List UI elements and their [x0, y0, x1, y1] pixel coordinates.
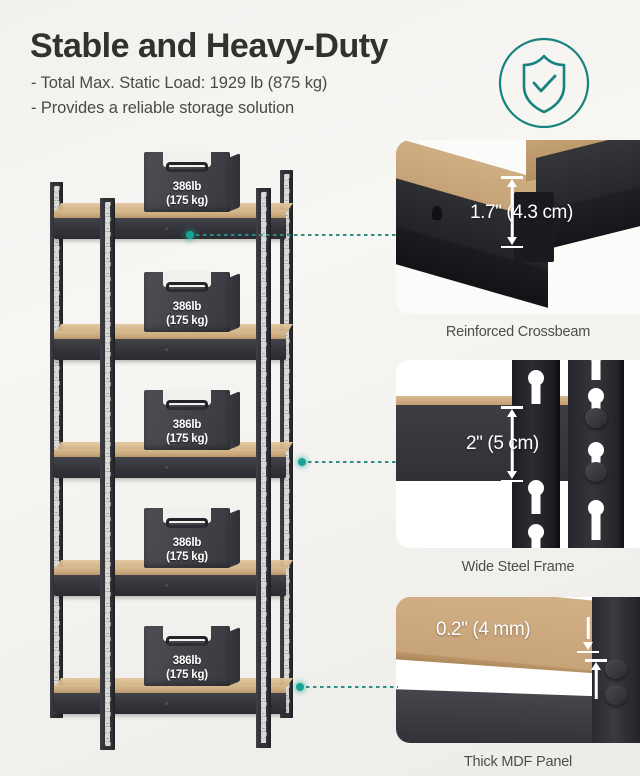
shelf-board	[54, 210, 286, 219]
bracket-keyhole	[432, 206, 442, 220]
crossbeam-photo: 1.7" (4.3 cm)	[396, 140, 640, 314]
shelf-post-front-right	[256, 188, 271, 748]
shelf-board	[54, 449, 286, 458]
detail-panel-mdf: 0.2" (4 mm) Thick MDF Panel	[396, 597, 640, 770]
header: Stable and Heavy-Duty - Total Max. Stati…	[0, 0, 640, 130]
callout-connector-mdf	[296, 682, 398, 692]
corner-bracket	[514, 192, 554, 262]
post-rivet	[585, 462, 607, 482]
weight-block: 386lb (175 kg)	[144, 151, 240, 212]
weight-block-handle	[166, 161, 208, 172]
weight-block: 386lb (175 kg)	[144, 507, 240, 568]
callout-connector-frame	[298, 457, 398, 467]
weight-block-handle	[166, 281, 208, 292]
dimension-arrow	[500, 406, 524, 482]
callout-connector-crossbeam	[186, 230, 398, 240]
crossbeam-dimension-label: 1.7" (4.3 cm)	[470, 202, 573, 223]
weight-block-handle	[166, 635, 208, 646]
weight-block: 386lb (175 kg)	[144, 625, 240, 686]
shelf-board	[54, 685, 286, 694]
steel-post-outer	[568, 360, 624, 548]
feature-bullet: - Provides a reliable storage solution	[31, 99, 295, 117]
detail-panel-steel-frame: 2" (5 cm) Wide Steel Frame	[396, 360, 640, 575]
post-rivet	[605, 685, 627, 705]
mdf-dimension-label: 0.2" (4 mm)	[436, 619, 531, 640]
post-keyhole	[512, 370, 560, 404]
weight-block-handle	[166, 517, 208, 528]
shield-check-icon	[497, 36, 591, 130]
connector-dot	[296, 683, 304, 691]
shelf-beam	[54, 457, 286, 478]
steel-frame-dimension-label: 2" (5 cm)	[466, 433, 539, 454]
feature-bullet: - Total Max. Static Load: 1929 lb (875 k…	[31, 74, 328, 92]
dimension-arrow-top	[576, 617, 600, 653]
post-rivet	[605, 659, 627, 679]
shelf-beam	[54, 693, 286, 714]
connector-dot	[298, 458, 306, 466]
detail-panel-crossbeam: 1.7" (4.3 cm) Reinforced Crossbeam	[396, 140, 640, 340]
post-keyhole	[568, 388, 624, 414]
post-keyhole	[568, 442, 624, 468]
steel-post-inner	[512, 360, 560, 548]
post-keyhole	[512, 480, 560, 514]
shelf-beam	[54, 339, 286, 360]
weight-block-handle	[166, 399, 208, 410]
weight-block: 386lb (175 kg)	[144, 389, 240, 450]
shelf-board-edge	[396, 396, 572, 406]
steel-frame-caption: Wide Steel Frame	[461, 559, 575, 575]
dimension-arrow-bottom	[584, 659, 608, 699]
steel-frame-photo: 2" (5 cm)	[396, 360, 640, 548]
connector-dot	[186, 231, 194, 239]
post-keyhole	[568, 360, 624, 380]
shelf-post-front-left	[100, 198, 115, 750]
page-title: Stable and Heavy-Duty	[30, 27, 388, 65]
post-keyhole	[568, 500, 624, 540]
post-keyhole	[512, 524, 560, 548]
post-rivet	[585, 408, 607, 428]
mdf-caption: Thick MDF Panel	[463, 754, 573, 770]
connector-line	[308, 461, 398, 463]
shelf-board	[54, 567, 286, 576]
steel-post	[592, 597, 640, 743]
connector-line	[196, 234, 398, 236]
shelf-beam	[54, 575, 286, 596]
shelving-unit-illustration: 386lb (175 kg) 386lb (175 kg) 386lb (175…	[44, 148, 344, 750]
mdf-panel-photo: 0.2" (4 mm)	[396, 597, 640, 743]
connector-line	[306, 686, 398, 688]
dimension-arrow	[500, 176, 524, 248]
weight-block: 386lb (175 kg)	[144, 271, 240, 332]
crossbeam-caption: Reinforced Crossbeam	[445, 324, 591, 340]
shelf-board	[54, 331, 286, 340]
